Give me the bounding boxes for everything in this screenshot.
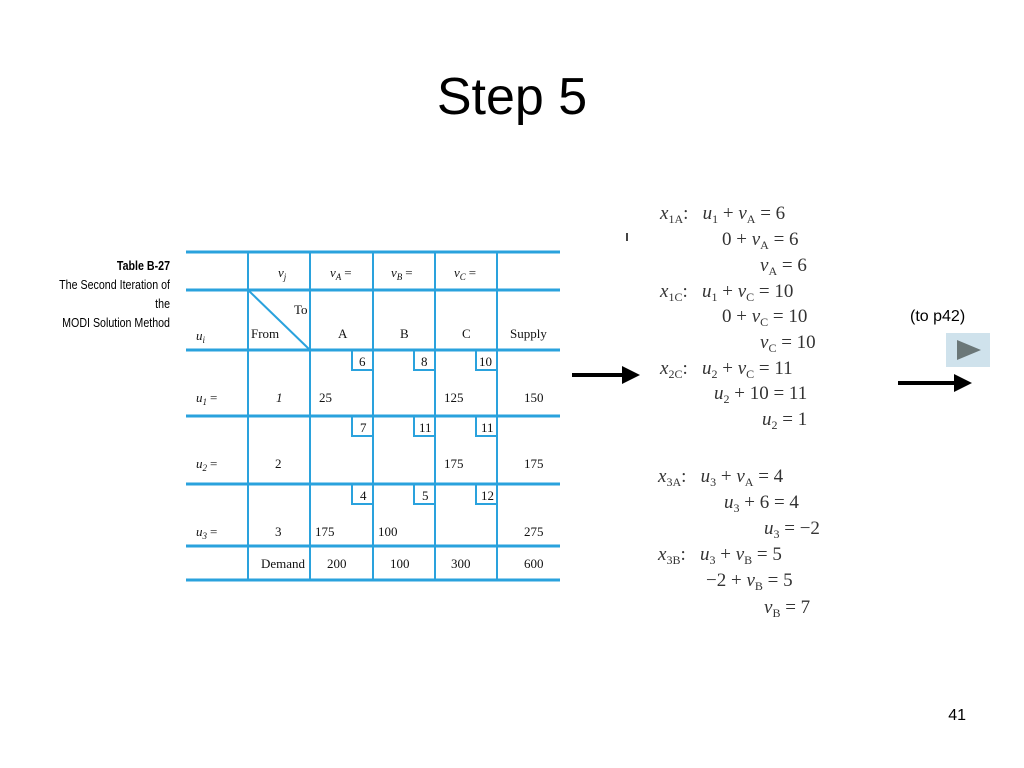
page-number: 41 — [948, 707, 966, 724]
eq-x3B-line3: vB = 7 — [764, 597, 811, 620]
play-triangle-icon — [957, 340, 981, 360]
demand-total: 600 — [524, 556, 544, 571]
eq-x1A-line3: vA = 6 — [760, 255, 807, 278]
eq-x3A-line2: u3 + 6 = 4 — [724, 492, 799, 515]
row1-supply: 150 — [524, 390, 544, 405]
row3-alloc-b: 100 — [378, 524, 398, 539]
next-slide-button[interactable] — [946, 333, 990, 367]
demand-c: 300 — [451, 556, 471, 571]
header-ui: ui — [196, 328, 206, 345]
equation-block: x1A: u1 + vA = 6 0 + vA = 6 vA = 6 x1C: … — [650, 198, 890, 638]
row3-cost-c: 12 — [481, 488, 494, 503]
row1-u: u1= — [196, 390, 217, 407]
eq-x1A-line2: 0 + vA = 6 — [722, 229, 799, 252]
eq-x2C-line3: u2 = 1 — [762, 409, 808, 432]
header-supply: Supply — [510, 326, 547, 341]
to-p42-link[interactable]: (to p42) — [910, 308, 966, 325]
eq-x2C-line2: u2 + 10 = 11 — [714, 383, 808, 406]
row3-cost-a: 4 — [360, 488, 367, 503]
row2-supply: 175 — [524, 456, 544, 471]
row2-alloc-c: 175 — [444, 456, 464, 471]
eq-x1C-line3: vC = 10 — [760, 332, 816, 355]
row3-cost-b: 5 — [422, 488, 429, 503]
row2-source: 2 — [275, 456, 282, 471]
demand-b: 100 — [390, 556, 410, 571]
table-grid — [186, 250, 560, 582]
row1-alloc-a: 25 — [319, 390, 332, 405]
eq-x1C-line2: 0 + vC = 10 — [722, 306, 808, 329]
eq-x3B-line2: −2 + vB = 5 — [706, 570, 793, 593]
eq-x1C-line1: x1C: u1 + vC = 10 — [660, 281, 794, 304]
row2-u: u2= — [196, 456, 217, 473]
right-arrow-icon — [572, 366, 640, 384]
caption-line-1: The Second Iteration of the — [59, 277, 170, 311]
row1-alloc-c: 125 — [444, 390, 464, 405]
row2-cost-a: 7 — [360, 420, 367, 435]
demand-label: Demand — [261, 556, 306, 571]
row3-u: u3= — [196, 524, 217, 541]
header-from: From — [251, 326, 279, 341]
row2-cost-b: 11 — [419, 420, 432, 435]
modi-table: vj vA= vB= vC= ui To From A B C Supply u… — [186, 250, 560, 582]
header-vj: vj — [278, 265, 287, 282]
row1-cost-c: 10 — [479, 354, 492, 369]
header-vA: vA= — [330, 265, 352, 282]
eq-x3A-line1: x3A: u3 + vA = 4 — [658, 466, 784, 489]
stray-tick-mark — [626, 233, 628, 241]
header-col-a: A — [338, 326, 348, 341]
row1-source: 1 — [276, 390, 283, 405]
header-to: To — [294, 302, 308, 317]
eq-x3A-line3: u3 = −2 — [764, 518, 820, 541]
table-caption: Table B-27 The Second Iteration of the M… — [47, 256, 170, 332]
row3-source: 3 — [275, 524, 282, 539]
header-vB: vB= — [391, 265, 413, 282]
caption-line-2: MODI Solution Method — [62, 315, 170, 330]
eq-x3B-line1: x3B: u3 + vB = 5 — [658, 544, 782, 567]
row2-cost-c: 11 — [481, 420, 494, 435]
row3-alloc-a: 175 — [315, 524, 335, 539]
eq-x1A-line1: x1A: u1 + vA = 6 — [660, 203, 786, 226]
right-arrow-icon-2 — [898, 374, 972, 392]
row3-supply: 275 — [524, 524, 544, 539]
row1-cost-b: 8 — [421, 354, 428, 369]
header-vC: vC= — [454, 265, 476, 282]
caption-label: Table B-27 — [116, 258, 170, 273]
slide-title: Step 5 — [436, 68, 588, 126]
row1-cost-a: 6 — [359, 354, 366, 369]
header-col-b: B — [400, 326, 409, 341]
header-col-c: C — [462, 326, 471, 341]
eq-x2C-line1: x2C: u2 + vC = 11 — [660, 358, 793, 381]
demand-a: 200 — [327, 556, 347, 571]
